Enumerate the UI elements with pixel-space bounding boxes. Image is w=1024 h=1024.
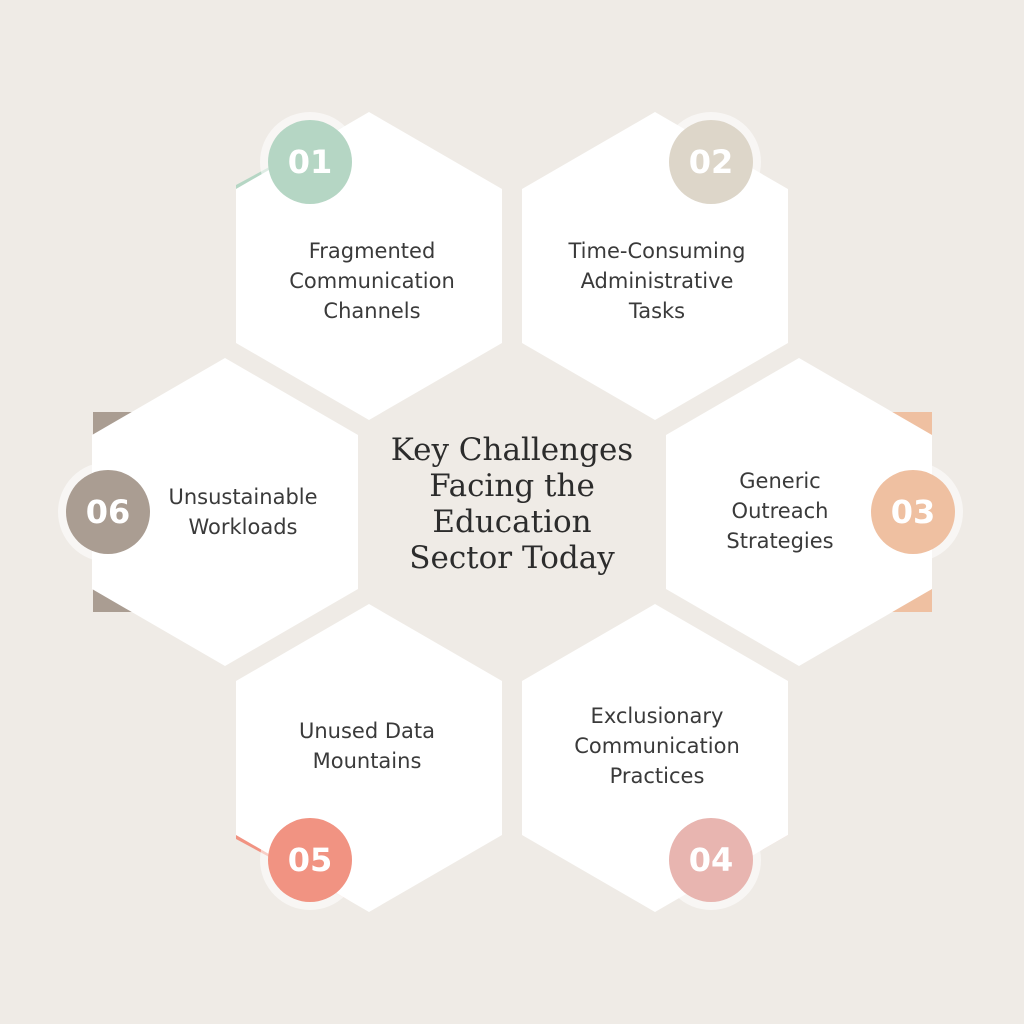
challenge-04-line-3: Practices [609,764,705,788]
challenge-02-line-3: Tasks [628,299,686,323]
badge-01: 01 [268,120,352,204]
challenge-03-label: Generic Outreach Strategies [700,466,860,556]
challenge-05-label: Unused Data Mountains [277,716,457,776]
page-title: Key Challenges Facing the Education Sect… [362,432,662,576]
challenge-06-label: Unsustainable Workloads [153,482,333,542]
hexagon-06 [92,358,358,666]
badge-02: 02 [669,120,753,204]
title-line-4: Sector Today [409,540,615,576]
badge-05: 05 [268,818,352,902]
hexagon-03 [666,358,932,666]
challenge-04-label: Exclusionary Communication Practices [557,701,757,791]
title-line-1: Key Challenges [390,432,634,468]
challenge-01-label: Fragmented Communication Channels [272,236,472,326]
title-line-2: Facing the [429,468,595,504]
challenge-01-line-1: Fragmented [308,239,436,263]
title-line-3: Education [432,504,592,540]
challenge-01-line-2: Communication [289,269,455,293]
challenge-03-line-2: Outreach [731,499,829,523]
badge-04: 04 [669,818,753,902]
challenge-04-line-1: Exclusionary [590,704,724,728]
challenge-02-line-2: Administrative [580,269,734,293]
badge-06: 06 [66,470,150,554]
challenge-05-line-2: Mountains [312,749,422,773]
challenge-02-line-1: Time-Consuming [568,239,746,263]
challenge-06-line-2: Workloads [188,515,298,539]
challenge-03-line-1: Generic [739,469,821,493]
challenge-06-line-1: Unsustainable [168,485,318,509]
challenge-05-line-1: Unused Data [299,719,435,743]
challenge-02-label: Time-Consuming Administrative Tasks [552,236,762,326]
badge-03: 03 [871,470,955,554]
challenge-01-line-3: Channels [323,299,421,323]
challenge-04-line-2: Communication [574,734,740,758]
challenge-03-line-3: Strategies [726,529,834,553]
